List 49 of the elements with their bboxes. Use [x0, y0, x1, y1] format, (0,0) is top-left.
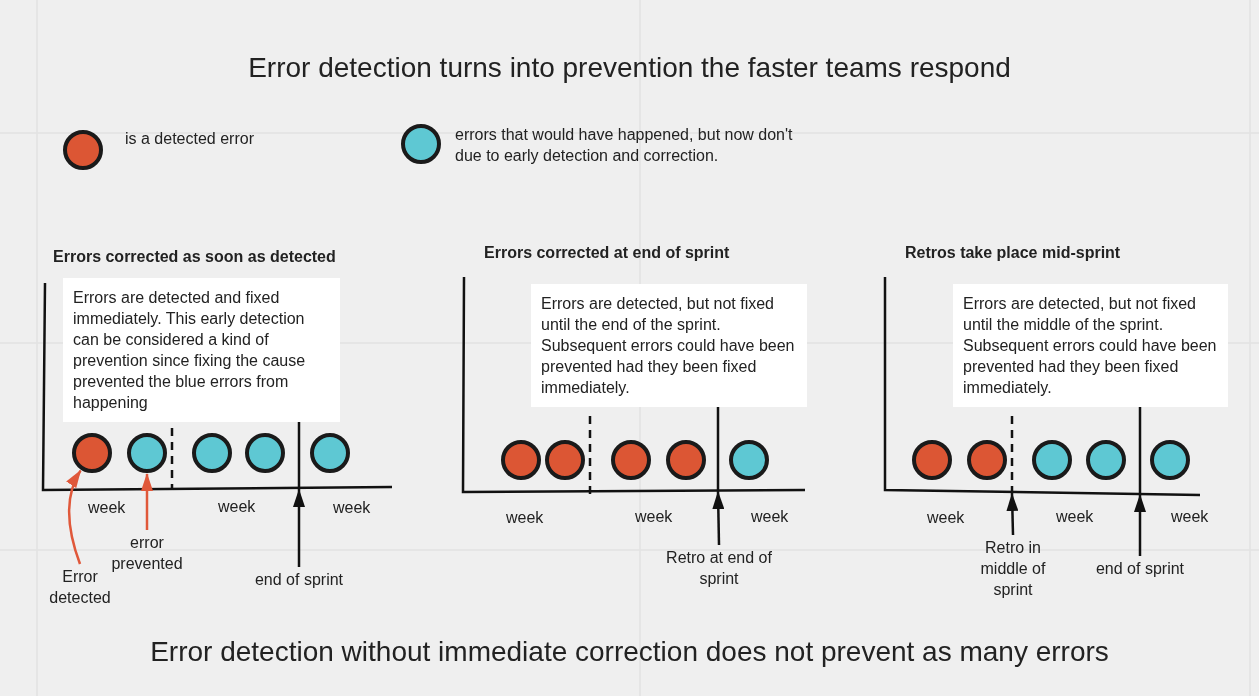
arrow — [293, 489, 305, 567]
axis-label: week — [1171, 507, 1209, 527]
sprint-divider — [716, 406, 720, 492]
error-circle — [1085, 439, 1127, 481]
caption: Error detection without immediate correction does not prevent as many errors — [150, 635, 1109, 669]
note-box: Errors are detected, but not fixed until the end of the sprint. Subsequent errors could have been prevented had they been fixed immediately. — [531, 284, 807, 407]
annotation-text: end of sprint — [1080, 558, 1200, 579]
error-circle — [244, 432, 286, 474]
arrow — [712, 491, 725, 546]
axis-label: week — [333, 498, 371, 518]
error-circle — [500, 439, 542, 481]
panel-heading: Retros take place mid-sprint — [905, 243, 1121, 263]
note-box: Errors are detected and fixed immediately. This early detection can be considered a kind of prevention since fixing the cause prevented the blue errors from happening — [63, 278, 340, 422]
arrow — [1006, 493, 1019, 536]
error-circle — [71, 432, 113, 474]
week-divider — [1010, 416, 1014, 494]
error-circle — [665, 439, 707, 481]
error-circle — [1031, 439, 1073, 481]
axis-label: week — [1056, 507, 1094, 527]
annotation-text: Retro in middle of sprint — [972, 537, 1054, 600]
axis-label: week — [88, 498, 126, 518]
error-circle — [610, 439, 652, 481]
sprint-divider — [297, 421, 301, 490]
arrow — [1134, 494, 1146, 556]
error-circle — [309, 432, 351, 474]
axis-label: week — [506, 508, 544, 528]
panel-heading: Errors corrected at end of sprint — [484, 243, 730, 263]
axis-label: week — [927, 508, 965, 528]
title: Error detection turns into prevention the faster teams respond — [248, 51, 1011, 85]
legend-text: errors that would have happened, but now don't due to early detection and correction. — [455, 125, 794, 166]
axis-label: week — [218, 497, 256, 517]
axis-label: week — [635, 507, 673, 527]
panel-heading: Errors corrected as soon as detected — [53, 247, 336, 267]
sprint-divider — [1138, 406, 1142, 495]
error-circle — [1149, 439, 1191, 481]
error-circle — [911, 439, 953, 481]
note-box: Errors are detected, but not fixed until the middle of the sprint. Subsequent errors could have been prevented had they been fixed immediately. — [953, 284, 1228, 407]
error-circle — [126, 432, 168, 474]
error-circle — [966, 439, 1008, 481]
error-circle — [544, 439, 586, 481]
annotation-text: error prevented — [100, 532, 194, 574]
annotation-text: Retro at end of sprint — [662, 547, 776, 589]
arrow — [66, 469, 82, 565]
error-circle — [191, 432, 233, 474]
error-circle — [728, 439, 770, 481]
arrow — [141, 473, 153, 530]
axis-label: week — [751, 507, 789, 527]
annotation-text: end of sprint — [239, 569, 359, 590]
legend-text: is a detected error — [125, 129, 255, 149]
